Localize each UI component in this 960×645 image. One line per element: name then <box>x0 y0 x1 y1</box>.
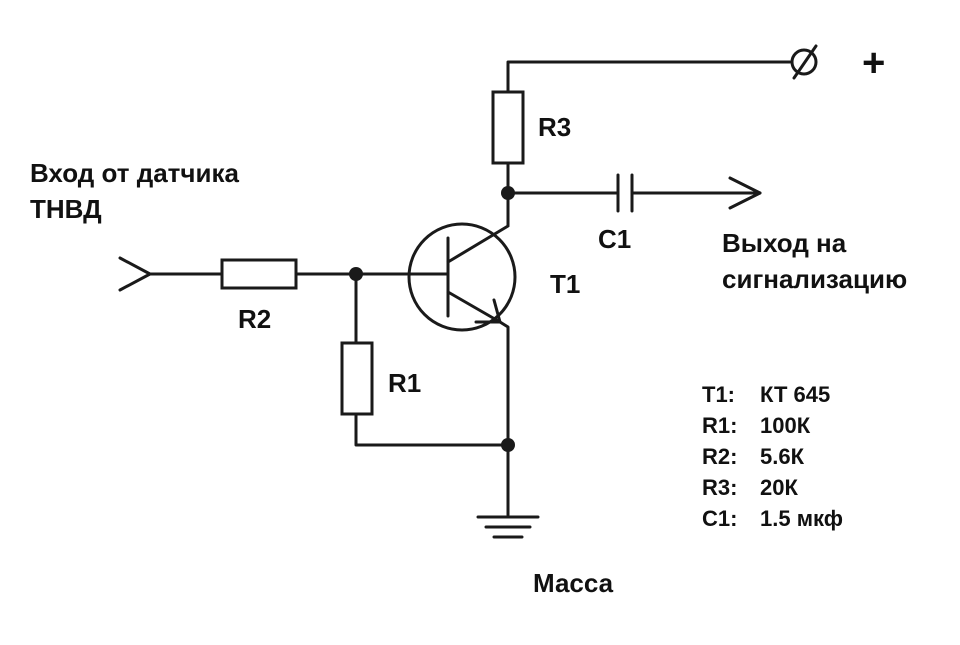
r3-label: R3 <box>538 112 571 142</box>
parts-list-ref: R1: <box>702 413 737 438</box>
resistor-r2 <box>220 258 298 290</box>
input-connector <box>118 256 224 292</box>
output-label-line1: Выход на <box>722 228 847 258</box>
supply-terminal <box>790 44 818 80</box>
output-label-line2: сигнализацию <box>722 264 907 294</box>
emitter-wire <box>498 320 510 517</box>
resistor-r1 <box>340 341 374 416</box>
supply-plus-label: + <box>862 41 885 85</box>
parts-list-value: 1.5 мкф <box>760 506 843 531</box>
parts-list-value: 5.6К <box>760 444 805 469</box>
r2-label: R2 <box>238 304 271 334</box>
supply-wire <box>506 60 792 192</box>
r1-label: R1 <box>388 368 421 398</box>
input-label-line1: Вход от датчика <box>30 158 239 188</box>
ground-label: Масса <box>533 568 614 598</box>
r1-bottom-wire <box>354 412 510 447</box>
parts-list-ref: R3: <box>702 475 737 500</box>
parts-list-value: 20К <box>760 475 798 500</box>
input-label-line2: ТНВД <box>30 194 102 224</box>
parts-list-ref: C1: <box>702 506 737 531</box>
capacitor-c1 <box>616 173 634 213</box>
parts-list-ref: R2: <box>702 444 737 469</box>
parts-list-value: КТ 645 <box>760 382 830 407</box>
parts-list: T1: КТ 645 R1: 100К R2: 5.6К R3: 20К C1:… <box>702 382 843 531</box>
resistor-r3 <box>491 90 525 165</box>
c1-label: C1 <box>598 224 631 254</box>
junction-emitter <box>501 438 515 452</box>
parts-list-ref: T1: <box>702 382 735 407</box>
ground-icon <box>476 515 540 539</box>
transistor-t1 <box>407 222 517 332</box>
t1-label: T1 <box>550 269 580 299</box>
parts-list-value: 100К <box>760 413 811 438</box>
junction-collector <box>501 186 515 200</box>
collector-wire <box>506 176 762 227</box>
